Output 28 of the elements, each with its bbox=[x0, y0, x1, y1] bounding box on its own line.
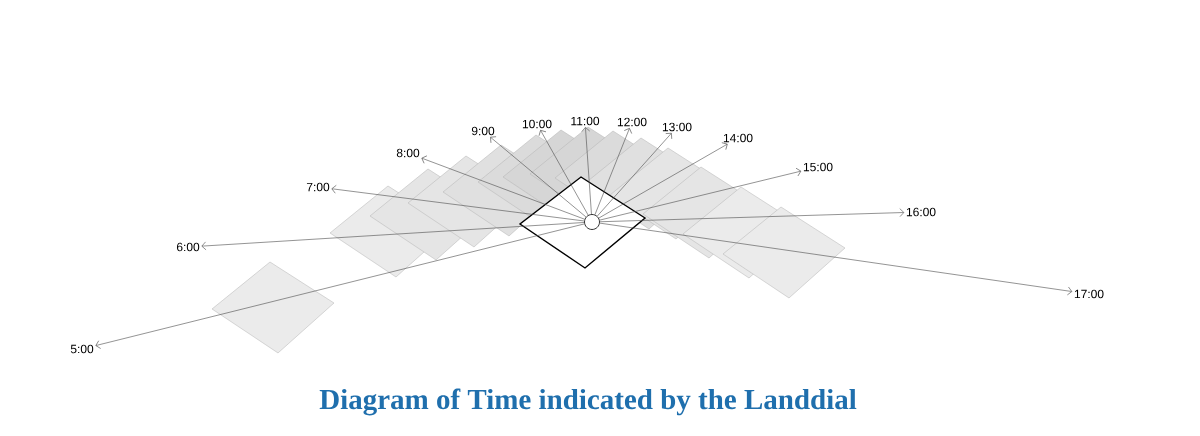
arrow bbox=[538, 130, 589, 216]
time-label: 12:00 bbox=[617, 117, 647, 127]
arrow bbox=[490, 136, 587, 218]
time-label: 9:00 bbox=[471, 126, 495, 136]
time-label: 14:00 bbox=[723, 133, 753, 143]
time-label: 7:00 bbox=[306, 182, 330, 192]
arrow bbox=[581, 127, 592, 215]
arrow bbox=[598, 142, 728, 219]
title: Diagram of Time indicated by the Landdial bbox=[319, 388, 857, 416]
time-label: 10:00 bbox=[522, 119, 552, 129]
arrow bbox=[421, 155, 585, 220]
arrow bbox=[331, 185, 585, 222]
time-label: 5:00 bbox=[70, 344, 94, 354]
arrow bbox=[594, 128, 632, 215]
arrow bbox=[596, 132, 672, 217]
time-label: 16:00 bbox=[906, 207, 936, 217]
time-label: 13:00 bbox=[662, 122, 692, 132]
time-label: 11:00 bbox=[571, 116, 600, 126]
time-label: 6:00 bbox=[176, 242, 200, 252]
time-label: 15:00 bbox=[803, 162, 833, 172]
arrow bbox=[599, 208, 905, 223]
arrow bbox=[201, 222, 585, 251]
arrow bbox=[599, 167, 802, 221]
arrow bbox=[599, 222, 1073, 296]
gnomon-circle bbox=[584, 214, 600, 230]
arrow bbox=[95, 223, 585, 349]
time-label: 17:00 bbox=[1074, 289, 1104, 299]
time-label: 8:00 bbox=[396, 148, 420, 158]
